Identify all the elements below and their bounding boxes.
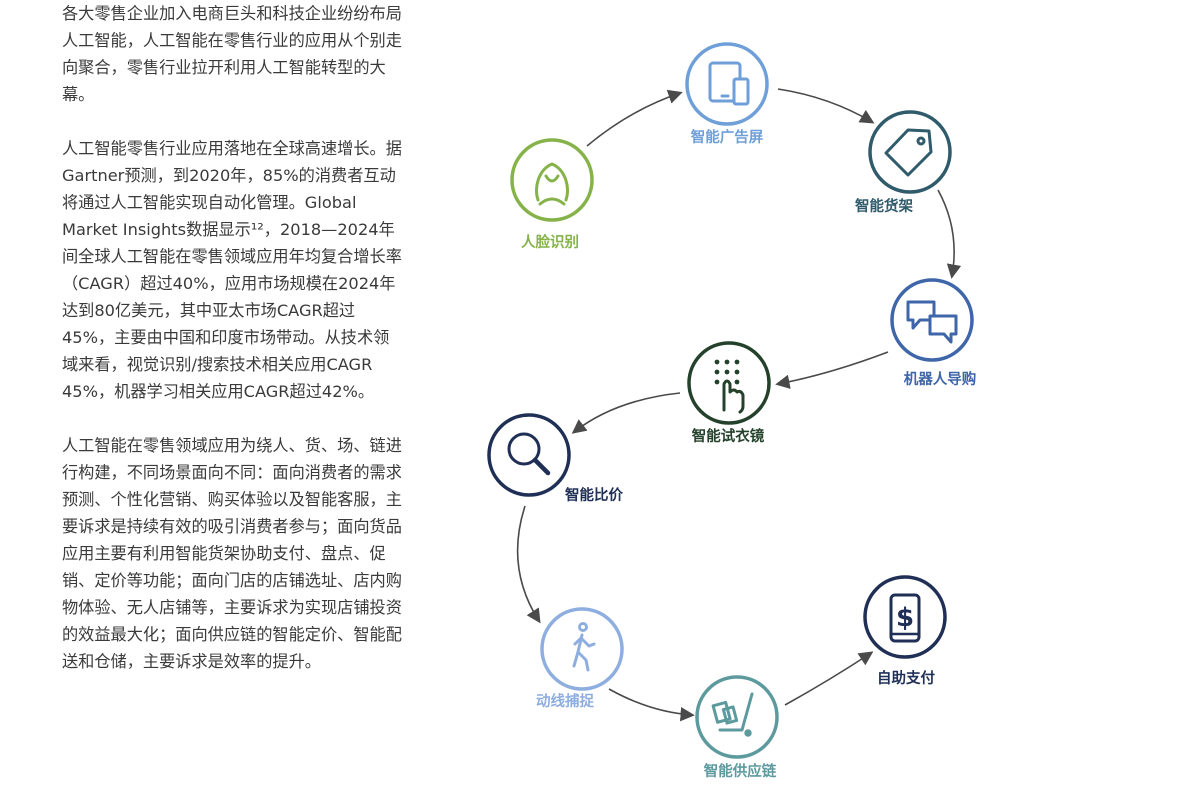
paragraph-growth: 人工智能零售行业应用落地在全球高速增长。据Gartner预测，到2020年，85…	[62, 139, 402, 401]
arrow-fitting-to-compare	[571, 392, 681, 434]
price-tag-icon	[884, 128, 933, 177]
node-smart-shelf: 智能货架	[855, 110, 952, 215]
node-label-ad: 智能广告屏	[691, 128, 764, 146]
node-robot-guide: 机器人导购	[890, 278, 977, 388]
tablet-phone-icon	[708, 61, 750, 106]
magnifier-icon	[507, 432, 551, 476]
cart-icon	[711, 692, 754, 737]
svg-text:$: $	[896, 603, 914, 633]
node-label-robot: 机器人导购	[904, 370, 977, 388]
mobile-payment-icon: $	[889, 593, 921, 643]
walking-person-icon	[572, 622, 596, 672]
node-label-supply: 智能供应链	[704, 762, 777, 780]
node-label-fitting: 智能试衣镜	[692, 427, 765, 445]
paragraph-intro: 各大零售企业加入电商巨头和科技企业纷纷布局人工智能，人工智能在零售行业的应用从个…	[62, 4, 402, 104]
flow-arrows	[516, 88, 962, 722]
chat-bubbles-icon	[906, 300, 958, 344]
node-smart-ad-screen: 智能广告屏	[685, 42, 769, 146]
face-icon	[535, 162, 569, 206]
node-self-payment: $ 自助支付	[863, 575, 947, 687]
arrow-motion-to-supply	[608, 688, 695, 722]
node-label-pay: 自助支付	[877, 669, 935, 687]
arrow-supply-to-pay	[784, 651, 874, 706]
touch-grid-icon	[714, 359, 745, 414]
arrow-face-to-ad	[586, 89, 683, 147]
node-smart-supply-chain: 智能供应链	[695, 675, 779, 780]
node-smart-fitting-mirror: 智能试衣镜	[687, 341, 771, 445]
arrow-compare-to-motion	[516, 505, 541, 624]
body-text: 各大零售企业加入电商巨头和科技企业纷纷布局人工智能，人工智能在零售行业的应用从个…	[62, 0, 402, 702]
arrow-robot-to-fitting	[775, 351, 889, 389]
node-motion-capture: 动线捕捉	[536, 607, 624, 710]
arrow-shelf-to-robot	[937, 189, 962, 279]
node-face-recognition: 人脸识别	[510, 138, 594, 251]
arrow-ad-to-shelf	[777, 88, 875, 124]
node-label-face: 人脸识别	[521, 233, 579, 251]
node-label-compare: 智能比价	[565, 486, 623, 504]
paragraph-scenarios: 人工智能在零售领域应用为绕人、货、场、链进行构建，不同场景面向不同：面向消费者的…	[62, 436, 402, 671]
node-label-shelf: 智能货架	[855, 197, 913, 215]
node-smart-price-compare: 智能比价	[487, 413, 623, 504]
node-label-motion: 动线捕捉	[536, 692, 594, 710]
